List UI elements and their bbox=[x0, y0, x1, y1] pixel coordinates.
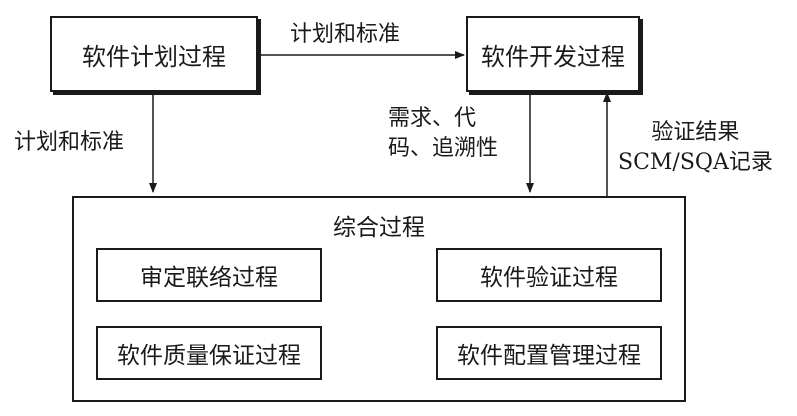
node-software-development: 软件开发过程 bbox=[466, 16, 640, 92]
node-software-quality-assurance: 软件质量保证过程 bbox=[96, 326, 322, 380]
node-certification-liaison-label: 审定联络过程 bbox=[140, 265, 278, 291]
node-software-planning-label: 软件计划过程 bbox=[82, 42, 226, 71]
node-software-planning: 软件计划过程 bbox=[50, 16, 258, 92]
node-software-verification-label: 软件验证过程 bbox=[480, 265, 618, 291]
edge-label-integral-to-development: 验证结果 SCM/SQA记录 bbox=[618, 118, 773, 177]
edge-label-development-to-integral-line-1: 需求、代 bbox=[388, 106, 477, 131]
node-certification-liaison: 审定联络过程 bbox=[96, 248, 322, 302]
node-software-configuration-management: 软件配置管理过程 bbox=[436, 326, 662, 380]
edge-label-planning-to-development: 计划和标准 bbox=[290, 22, 401, 47]
edge-label-development-to-integral-line-2: 码、追溯性 bbox=[388, 135, 499, 161]
node-software-verification: 软件验证过程 bbox=[436, 248, 662, 302]
node-software-development-label: 软件开发过程 bbox=[481, 42, 625, 71]
node-software-quality-assurance-label: 软件质量保证过程 bbox=[117, 343, 301, 369]
edge-label-integral-to-development-line-2: SCM/SQA记录 bbox=[618, 149, 773, 175]
edge-label-planning-to-integral: 计划和标准 bbox=[14, 130, 125, 155]
node-software-configuration-management-label: 软件配置管理过程 bbox=[457, 343, 641, 369]
edge-label-integral-to-development-line-1: 验证结果 bbox=[651, 120, 740, 145]
edge-label-development-to-integral: 需求、代 码、追溯性 bbox=[388, 104, 498, 163]
integral-process-title: 综合过程 bbox=[333, 215, 425, 241]
